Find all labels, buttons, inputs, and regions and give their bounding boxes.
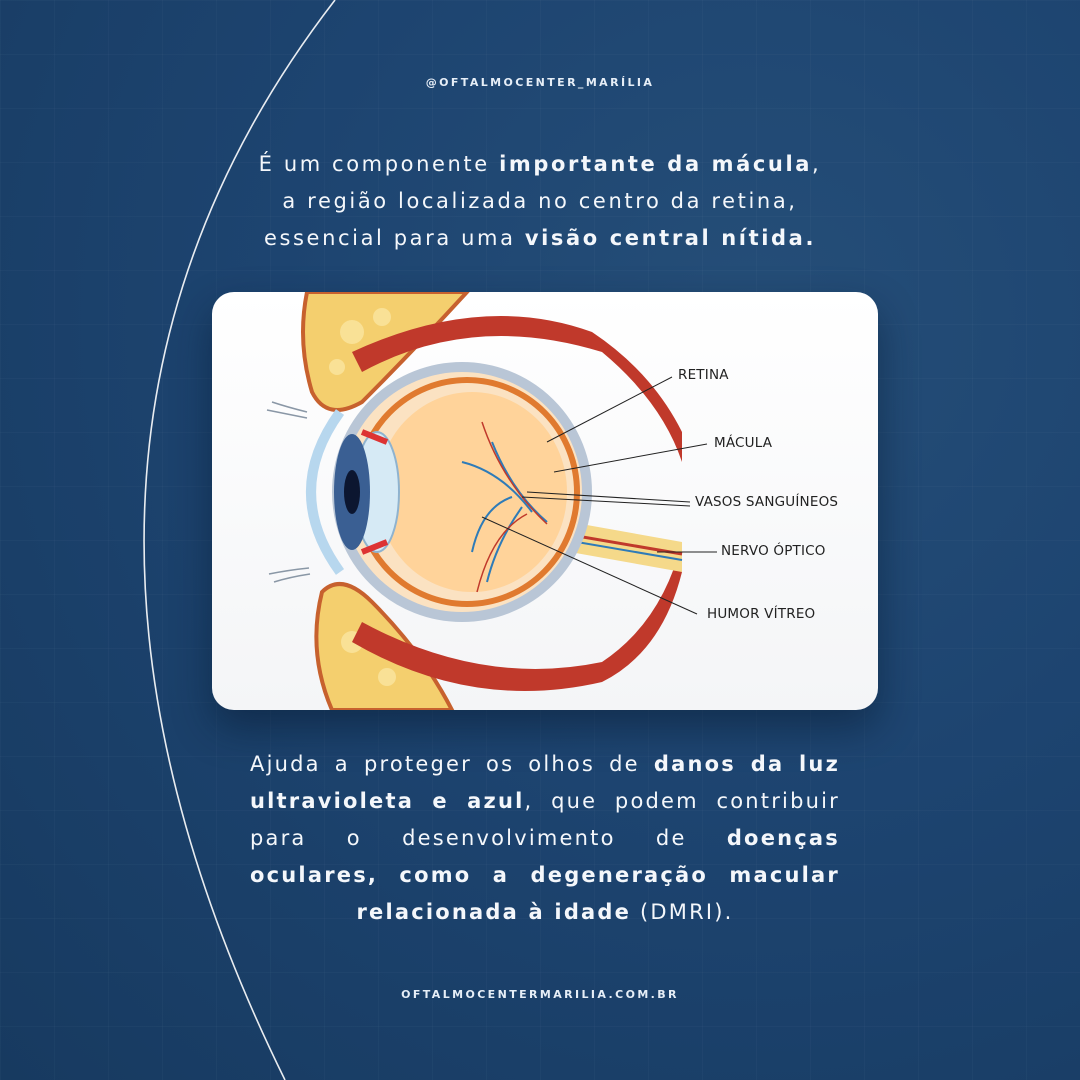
label-retina: RETINA bbox=[678, 367, 729, 383]
eye-anatomy-illustration bbox=[266, 292, 717, 710]
label-vasos-sanguineos: VASOS SANGUÍNEOS bbox=[695, 494, 839, 510]
label-macula: MÁCULA bbox=[714, 435, 773, 451]
eye-diagram-card: RETINA MÁCULA VASOS SANGUÍNEOS NERVO ÓPT… bbox=[212, 292, 878, 710]
website-url: OFTALMOCENTERMARILIA.COM.BR bbox=[401, 988, 679, 1001]
intro-text: É um componente importante da mácula, a … bbox=[258, 152, 822, 250]
body-text: Ajuda a proteger os olhos de danos da lu… bbox=[250, 752, 841, 924]
label-nervo-optico: NERVO ÓPTICO bbox=[721, 543, 826, 559]
instagram-handle: @OFTALMOCENTER_MARÍLIA bbox=[425, 76, 655, 89]
label-humor-vitreo: HUMOR VÍTREO bbox=[707, 606, 816, 622]
